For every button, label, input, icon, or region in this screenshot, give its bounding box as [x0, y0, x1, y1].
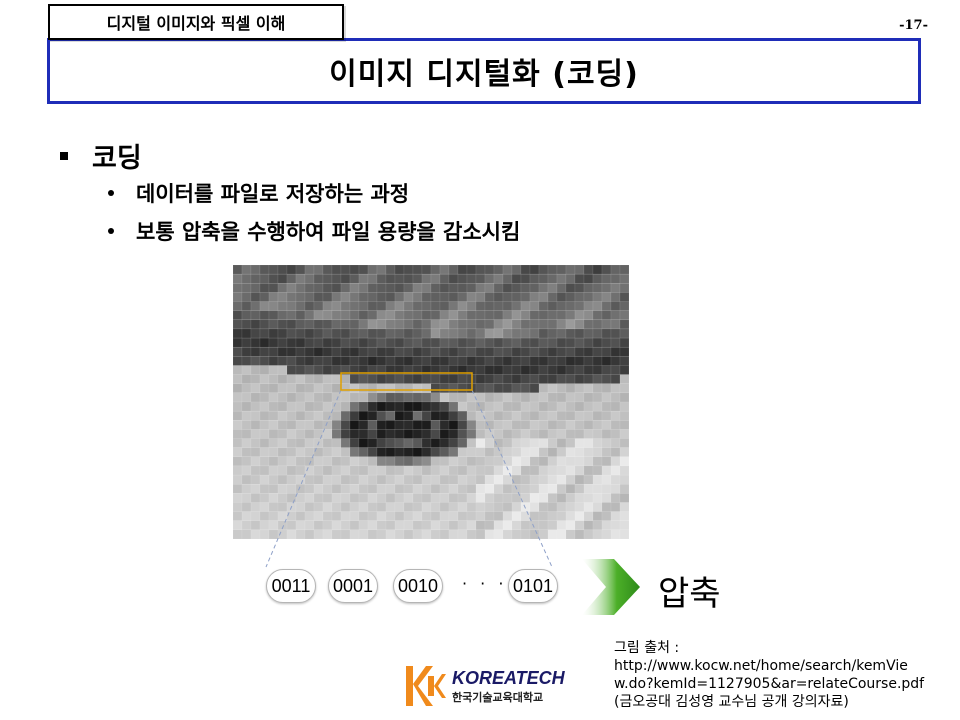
sub-bullet-2: 보통 압축을 수행하여 파일 용량을 감소시킴	[108, 216, 520, 246]
credit-line: http://www.kocw.net/home/search/kemVie	[614, 658, 908, 674]
dot-bullet-icon	[108, 228, 114, 234]
credit-line: 그림 출처 :	[614, 640, 680, 656]
credit-line: w.do?kemId=1127905&ar=relateCourse.pdf	[614, 676, 925, 692]
highlight-box	[340, 372, 473, 391]
pixel-cell	[619, 502, 629, 512]
logo-subtitle: 한국기술교육대학교	[452, 690, 544, 704]
guide-line-right	[471, 389, 553, 568]
sub-bullet-text: 데이터를 파일로 저장하는 과정	[136, 182, 410, 206]
pixelated-eye-image	[233, 265, 629, 539]
bit-chip: 0001	[328, 569, 378, 603]
credit-line: (금오공대 김성영 교수님 공개 강의자료)	[614, 694, 849, 710]
page-number: -17-	[899, 18, 928, 33]
dot-bullet-icon	[108, 190, 114, 196]
square-bullet-icon	[60, 151, 68, 160]
bullet-coding: 코딩	[60, 136, 142, 175]
pixel-cell	[619, 346, 629, 357]
bit-chip: 0010	[393, 569, 443, 603]
koreatech-emblem-icon	[406, 666, 446, 706]
sub-bullet-1: 데이터를 파일로 저장하는 과정	[108, 178, 409, 208]
slide-title: 이미지 디지털화 (코딩)	[47, 38, 921, 104]
bullet-text: 코딩	[92, 143, 142, 174]
bit-chip: 0011	[266, 569, 316, 603]
image-credit: 그림 출처 : http://www.kocw.net/home/search/…	[614, 639, 954, 711]
guide-line-left	[265, 389, 342, 568]
compress-label: 압축	[658, 574, 721, 614]
koreatech-logo: KOREATECH 한국기술교육대학교	[404, 662, 565, 710]
pixel-cell	[619, 429, 629, 439]
pixel-cell	[619, 383, 629, 394]
section-tag: 디지털 이미지와 픽셀 이해	[48, 4, 344, 40]
logo-text: KOREATECH	[452, 667, 565, 688]
bit-chip: 0101	[508, 569, 558, 603]
ellipsis: · · ·	[462, 574, 508, 593]
arrow-right-icon	[582, 559, 640, 615]
pixel-cell	[619, 529, 629, 539]
sub-bullet-text: 보통 압축을 수행하여 파일 용량을 감소시킴	[136, 220, 521, 244]
pixel-cell	[619, 301, 629, 311]
